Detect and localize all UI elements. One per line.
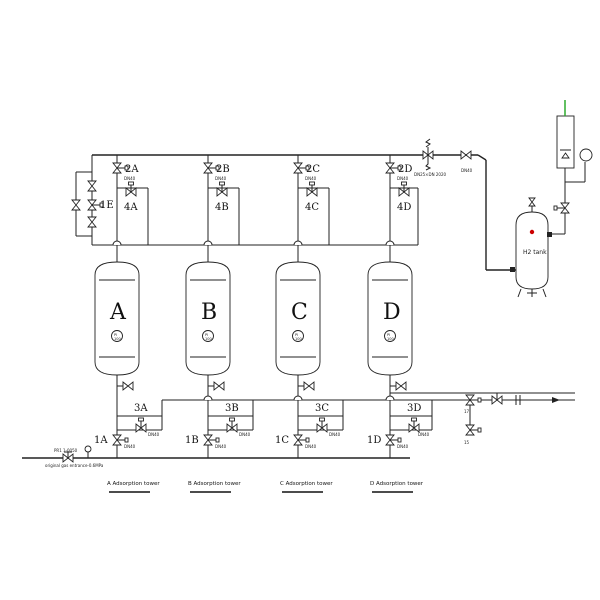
bypass-valve-side[interactable] (71, 199, 81, 211)
tower-d-gauge (384, 330, 396, 342)
flange (515, 395, 521, 405)
valve-2c-label: 2C (306, 164, 320, 175)
flowmeter-gauge (579, 148, 593, 162)
tower-c-vessel (275, 261, 321, 376)
tower-b-vessel (185, 261, 231, 376)
check-valve[interactable] (491, 392, 503, 405)
h2-tank-label: H2 tank (523, 249, 547, 256)
bypass-valve-lower[interactable] (87, 216, 97, 228)
valve-4a-label: 4A (124, 202, 138, 213)
valve-2b-label: 2B (216, 164, 230, 175)
header-outlet-dn-label: DN40 (461, 168, 473, 173)
svg-text:PI: PI (205, 333, 208, 337)
valve-3d-label: 3D (407, 403, 421, 414)
tower-d-vessel (367, 261, 413, 376)
tower-c-gauge (292, 330, 304, 342)
valve-4d-label: 4D (397, 202, 411, 213)
valve-4a[interactable] (125, 181, 137, 197)
outlet-valve-15[interactable] (465, 424, 482, 436)
tower-a-letter: A (109, 300, 127, 325)
relief-valve[interactable] (422, 138, 434, 171)
valve-1d-label: 1D (367, 435, 381, 446)
tower-c-group: C PI 100 2C 4C 3C 1C DN40 DN40 DN40 C Ad… (275, 155, 344, 493)
inlet-gauge (84, 445, 92, 458)
svg-text:PI: PI (387, 333, 390, 337)
tower-c-letter: C (291, 300, 308, 325)
tower-d-letter: D (383, 300, 401, 325)
valve-3b-label: 3B (225, 403, 239, 414)
valve-2a-label: 2A (125, 164, 139, 175)
valve-4c[interactable] (306, 181, 318, 197)
tower-b-gauge (202, 330, 214, 342)
svg-text:DN40: DN40 (329, 432, 341, 437)
svg-text:PI: PI (295, 333, 298, 337)
inlet-valve[interactable] (62, 451, 74, 463)
tank-inlet-stub (510, 232, 552, 272)
svg-text:DN40: DN40 (215, 444, 227, 449)
valve-1b-label: 1B (185, 435, 199, 446)
svg-text:DN40: DN40 (305, 176, 317, 181)
tower-b-caption: B Adsorption tower (188, 481, 241, 487)
tower-a-vessel (94, 261, 140, 376)
h2-tank (515, 197, 549, 298)
valve-1c-label: 1C (275, 435, 289, 446)
tower-c-caption: C Adsorption tower (280, 481, 333, 487)
valve-4b-label: 4B (215, 202, 229, 213)
tower-d-bottom-valve[interactable] (395, 381, 407, 391)
svg-text:DN40: DN40 (148, 432, 160, 437)
relief-valve-label: DN25×DN 2020 (414, 172, 446, 177)
top-header-line (92, 154, 516, 271)
tower-b-group: B PI 100 2B 4B 3B 1B DN40 DN40 DN40 B Ad… (185, 155, 254, 493)
svg-text:100: 100 (114, 337, 121, 341)
inlet-label: original gas entrance-0.6MPa (45, 463, 104, 468)
svg-text:PI: PI (114, 333, 117, 337)
flowmeter (556, 115, 593, 183)
bypass-valve-upper[interactable] (87, 180, 97, 192)
tower-b-letter: B (201, 300, 217, 325)
tower-a-group: A PI 100 2A 4A 3A 1A DN40 DN40 DN40 A Ad… (94, 155, 163, 493)
svg-text:DN40: DN40 (397, 176, 409, 181)
inlet-pr-label: PR1 1-0050 (54, 448, 78, 453)
svg-text:100: 100 (205, 337, 212, 341)
tower-d-caption: D Adsorption tower (370, 481, 424, 487)
valve-4c-label: 4C (305, 202, 319, 213)
tower-d-group: D PI 100 2D 4D 3D 1D DN40 DN40 DN40 D Ad… (367, 155, 433, 493)
purge-header-humps (112, 240, 395, 401)
svg-text:DN40: DN40 (124, 444, 136, 449)
valve-3c-label: 3C (315, 403, 329, 414)
svg-text:100: 100 (387, 337, 394, 341)
valve-1a-label: 1A (94, 435, 108, 446)
outlet-valve-15-label: 15 (464, 440, 470, 445)
valve-4d[interactable] (398, 181, 410, 197)
svg-text:DN40: DN40 (418, 432, 430, 437)
svg-text:DN40: DN40 (305, 444, 317, 449)
tower-b-bottom-valve[interactable] (213, 381, 225, 391)
valve-2d-label: 2D (398, 164, 412, 175)
svg-text:DN40: DN40 (239, 432, 251, 437)
tower-a-bottom-valve[interactable] (122, 381, 134, 391)
svg-text:DN40: DN40 (397, 444, 409, 449)
svg-text:DN40: DN40 (124, 176, 136, 181)
valve-3a-label: 3A (134, 403, 148, 414)
tower-a-gauge (111, 330, 123, 342)
svg-text:100: 100 (295, 337, 302, 341)
tower-a-caption: A Adsorption tower (107, 481, 160, 487)
outlet-arrow (552, 397, 560, 403)
valve-4b[interactable] (216, 181, 228, 197)
tank-outlet-valve[interactable] (553, 202, 570, 214)
svg-text:DN40: DN40 (215, 176, 227, 181)
bypass-valve-1e-label: 1E (100, 200, 114, 211)
tower-c-bottom-valve[interactable] (303, 381, 315, 391)
outlet-valve-17-label: 17 (464, 409, 470, 414)
header-outlet-valve[interactable] (460, 150, 472, 160)
